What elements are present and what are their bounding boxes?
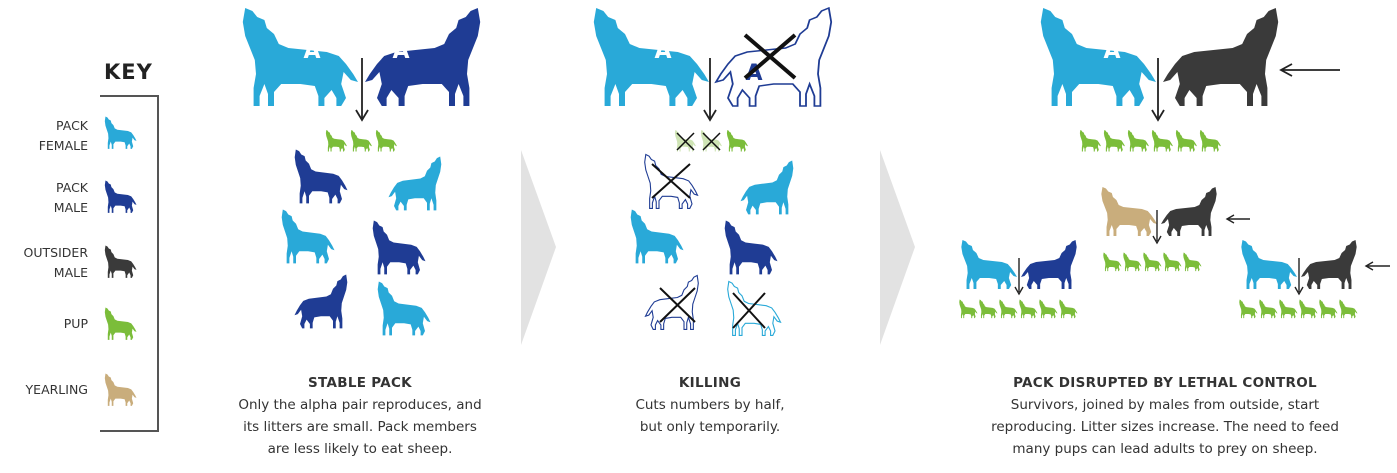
pup-wolf-icon — [1279, 300, 1297, 319]
pup-litter — [959, 300, 1077, 319]
killed-pack-female-wolf-icon — [728, 282, 781, 336]
pack-male-wolf-icon — [295, 150, 348, 204]
pup-wolf-icon — [1339, 300, 1357, 319]
pack-female-wolf-icon — [631, 210, 684, 264]
pup-wolf-icon — [1259, 300, 1277, 319]
pup-wolf-icon — [1059, 300, 1077, 319]
caption-title: PACK DISRUPTED BY LETHAL CONTROL — [950, 372, 1380, 394]
caption-line: Survivors, joined by males from outside,… — [950, 394, 1380, 416]
caption-stable-pack: STABLE PACK Only the alpha pair reproduc… — [200, 372, 520, 460]
caption-line: Cuts numbers by half, — [590, 394, 830, 416]
alpha-male-wolf-icon — [365, 8, 480, 106]
pack-female-wolf-icon — [1241, 240, 1297, 289]
alpha-female-wolf-icon — [594, 8, 709, 106]
pup-wolf-icon — [1080, 130, 1101, 152]
outsider-male-wolf-icon — [1163, 8, 1278, 106]
pup-wolf-icon — [1123, 253, 1141, 272]
chevron-arrow-1 — [521, 150, 556, 345]
pup-litter — [675, 130, 748, 152]
pup-litter — [1103, 253, 1201, 272]
pup-wolf-icon — [1104, 130, 1125, 152]
key-pup-wolf-icon — [105, 308, 137, 340]
pup-wolf-icon — [1200, 130, 1221, 152]
pup-wolf-icon — [1176, 130, 1197, 152]
pup-wolf-icon — [326, 130, 347, 152]
pack-female-wolf-icon — [282, 210, 335, 264]
pup-litter — [1080, 130, 1221, 152]
killed-pack-male-wolf-icon — [646, 276, 699, 330]
caption-line: Only the alpha pair reproduces, and — [200, 394, 520, 416]
pup-wolf-icon — [1143, 253, 1161, 272]
pup-wolf-icon — [979, 300, 997, 319]
caption-line: reproducing. Litter sizes increase. The … — [950, 416, 1380, 438]
outsider-male-wolf-icon — [1301, 240, 1357, 289]
alpha-letter: A — [303, 39, 320, 64]
pup-wolf-icon — [1239, 300, 1257, 319]
pack-female-wolf-icon — [961, 240, 1017, 289]
pup-wolf-icon — [1039, 300, 1057, 319]
caption-title: STABLE PACK — [200, 372, 520, 394]
key-outsider-wolf-icon — [105, 246, 137, 278]
pup-wolf-icon — [351, 130, 372, 152]
caption-line: are less likely to eat sheep. — [200, 438, 520, 460]
alpha-female-wolf-icon — [1041, 8, 1156, 106]
pack-male-wolf-icon — [295, 275, 348, 329]
pup-wolf-icon — [1152, 130, 1173, 152]
pup-wolf-icon — [1128, 130, 1149, 152]
pack-male-wolf-icon — [1021, 240, 1077, 289]
pup-wolf-icon — [376, 130, 397, 152]
pup-wolf-icon — [1319, 300, 1337, 319]
key-male-wolf-icon — [105, 181, 137, 213]
pack-male-wolf-icon — [725, 221, 778, 275]
alpha-female-wolf-icon — [243, 8, 358, 106]
pup-wolf-icon — [1103, 253, 1121, 272]
key-yearling-wolf-icon — [105, 374, 137, 406]
alpha-letter: A — [1103, 39, 1120, 64]
pup-wolf-icon — [727, 130, 748, 152]
caption-killing: KILLING Cuts numbers by half, but only t… — [590, 372, 830, 438]
pack-male-wolf-icon — [373, 221, 426, 275]
caption-line: its litters are small. Pack members — [200, 416, 520, 438]
pack-female-wolf-icon — [741, 161, 794, 215]
chevron-arrow-2 — [880, 150, 915, 345]
key-female-wolf-icon — [105, 117, 137, 149]
pup-wolf-icon — [1163, 253, 1181, 272]
outsider-male-wolf-icon — [1161, 187, 1217, 236]
pup-wolf-icon — [999, 300, 1017, 319]
pup-wolf-icon — [1299, 300, 1317, 319]
caption-pack-disrupted: PACK DISRUPTED BY LETHAL CONTROL Survivo… — [950, 372, 1380, 460]
caption-line: but only temporarily. — [590, 416, 830, 438]
pack-female-wolf-icon — [389, 157, 442, 211]
caption-line: many pups can lead adults to prey on she… — [950, 438, 1380, 460]
caption-title: KILLING — [590, 372, 830, 394]
pack-female-wolf-icon — [378, 282, 431, 336]
pup-litter — [326, 130, 397, 152]
pup-wolf-icon — [1183, 253, 1201, 272]
pup-litter — [1239, 300, 1357, 319]
pup-wolf-icon — [959, 300, 977, 319]
yearling-wolf-icon — [1101, 187, 1157, 236]
alpha-letter: A — [392, 39, 409, 64]
pup-wolf-icon — [1019, 300, 1037, 319]
alpha-letter: A — [654, 39, 671, 64]
